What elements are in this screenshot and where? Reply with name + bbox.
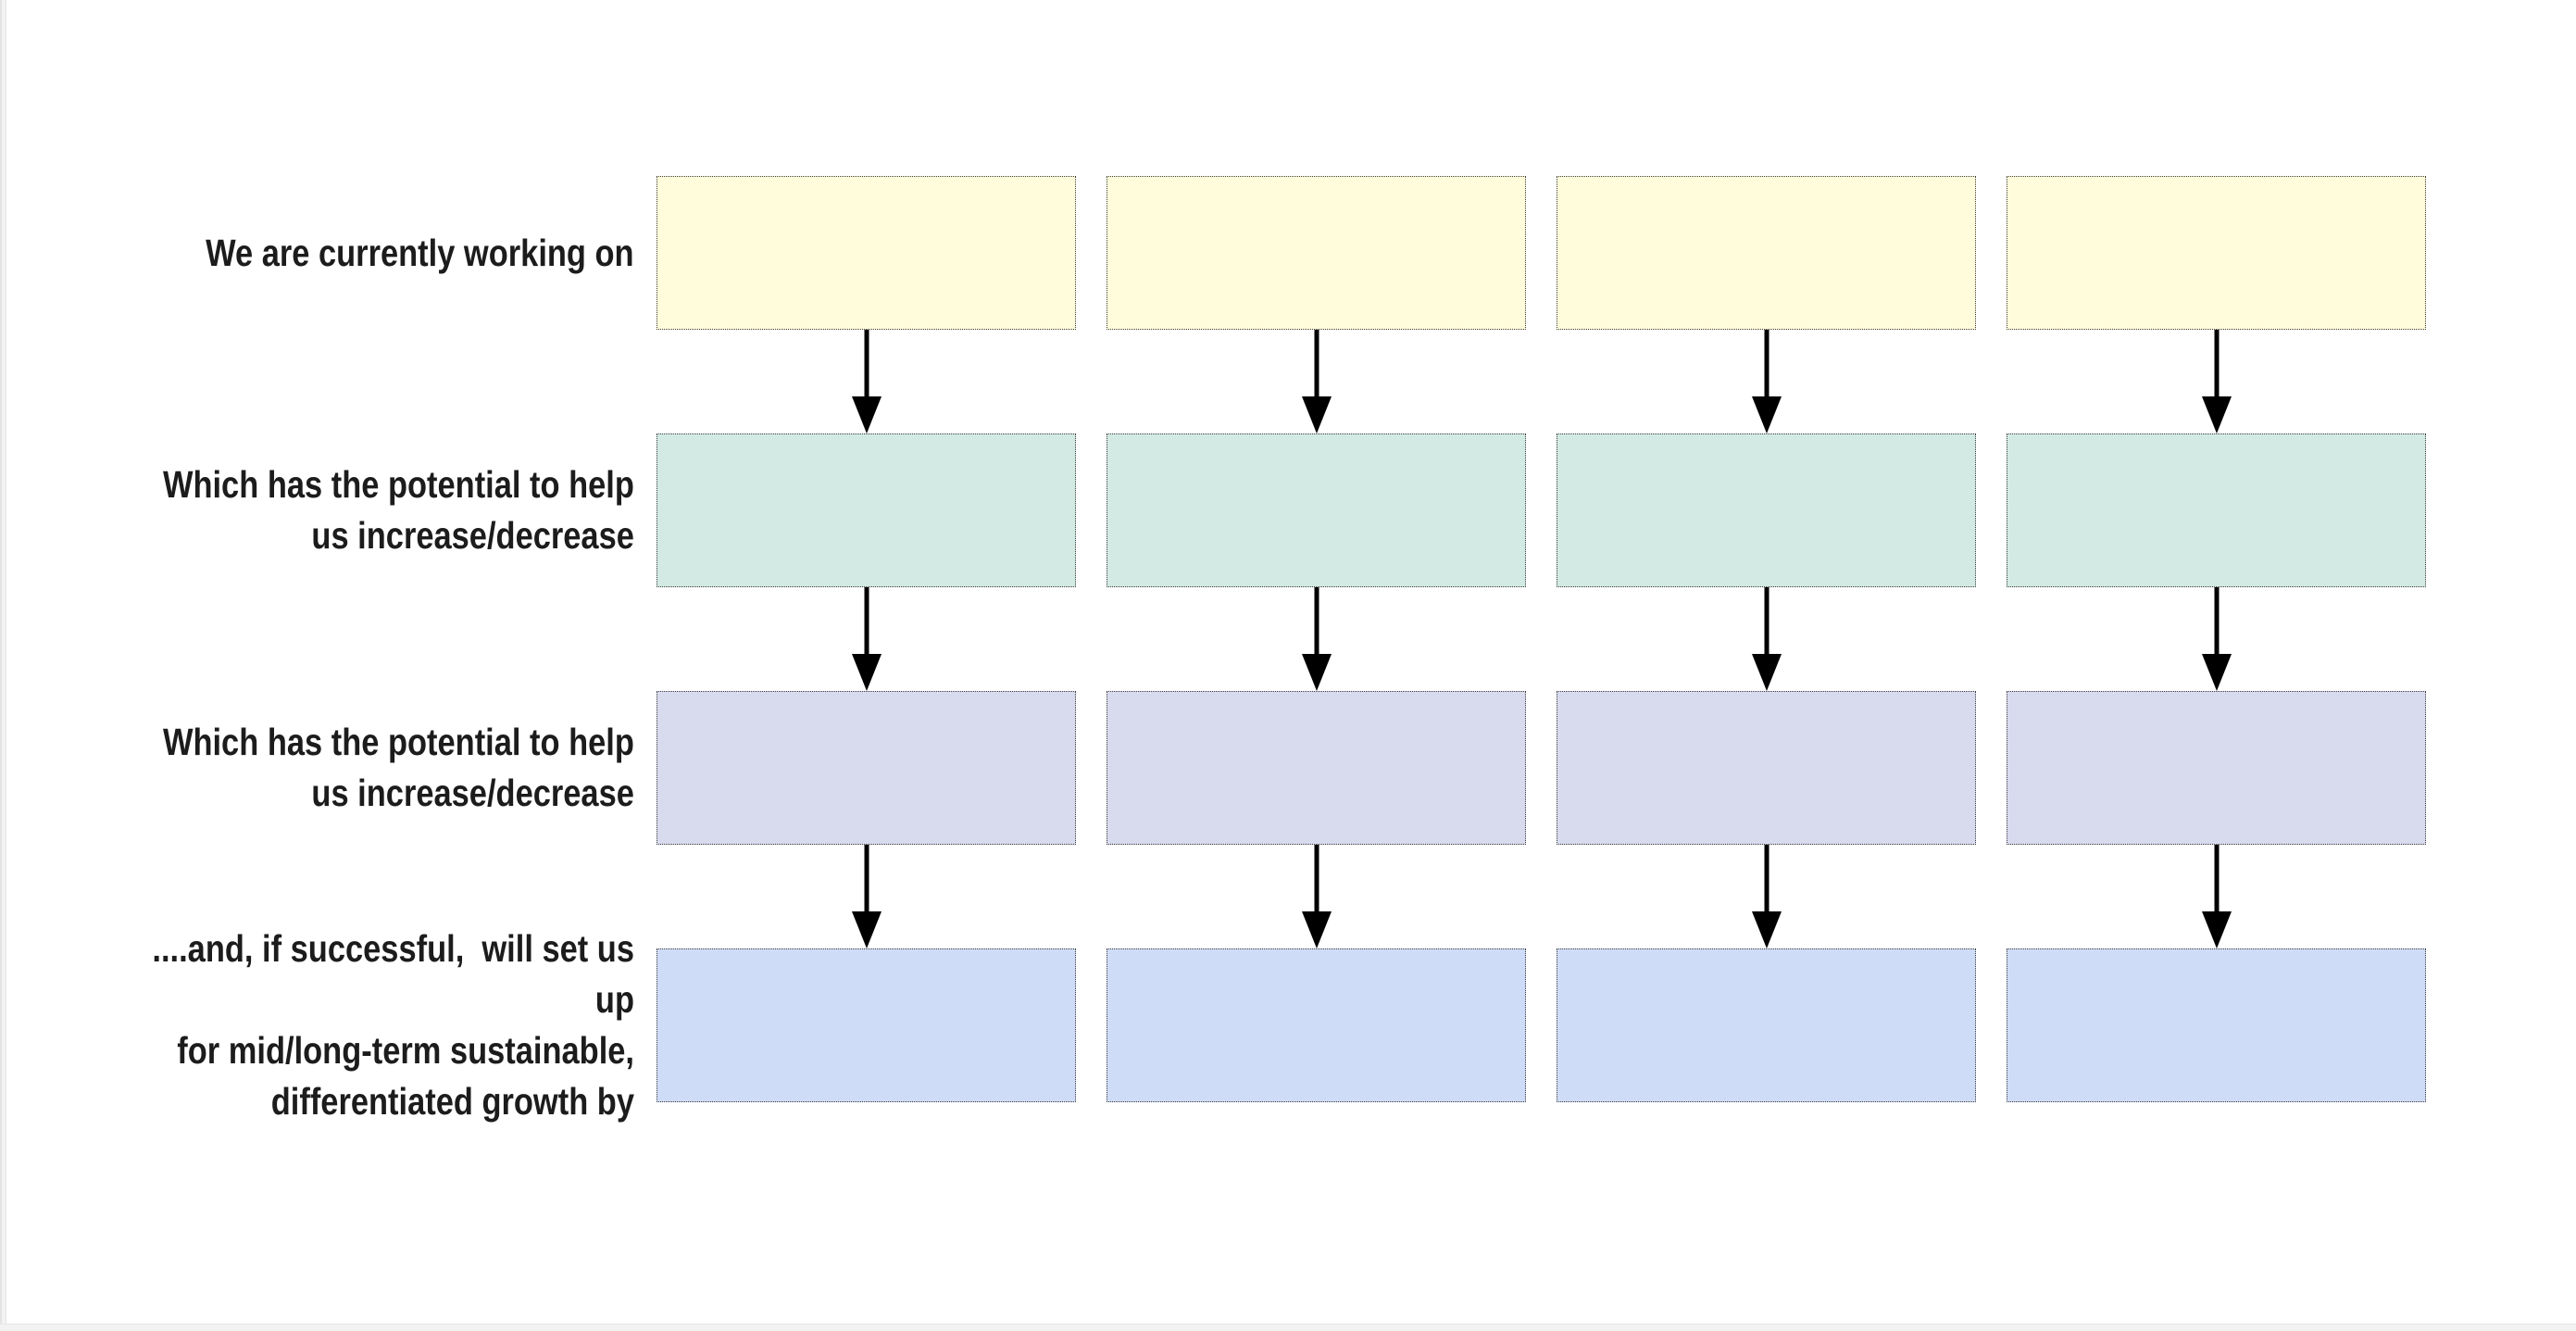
arrow-down-icon[interactable] [2201,845,2232,948]
arrow-cell [1557,587,1976,691]
arrow-shaft [1764,587,1769,659]
arrow-down-icon[interactable] [1751,845,1782,948]
arrow-shaft [864,587,869,659]
box-row2-col2[interactable] [1107,433,1526,587]
arrow-head [2201,911,2232,948]
arrow-row-3 [657,845,2426,948]
arrow-down-icon[interactable] [1301,587,1332,691]
arrow-shaft [1764,330,1769,402]
arrow-head [1751,654,1782,691]
box-row2-col4[interactable] [2007,433,2426,587]
arrow-down-icon[interactable] [851,845,882,948]
arrow-head [2201,654,2232,691]
box-row1-col4[interactable] [2007,176,2426,330]
arrow-head [1751,396,1782,433]
row-label-text: Which has the potential to help us incre… [163,721,634,814]
arrow-head [1301,396,1332,433]
arrow-row-1 [657,330,2426,433]
canvas-bottom-edge [0,1324,2576,1331]
row-label-growth[interactable]: ....and, if successful, will set us up f… [42,927,634,1123]
row-label-text: We are currently working on [206,231,634,274]
box-row3-col3[interactable] [1557,691,1976,845]
arrow-head [851,911,882,948]
arrow-down-icon[interactable] [851,587,882,691]
arrow-down-icon[interactable] [2201,587,2232,691]
arrow-cell [657,587,1076,691]
arrow-cell [1107,330,1526,433]
arrow-cell [657,845,1076,948]
box-row1-col3[interactable] [1557,176,1976,330]
arrow-cell [2007,845,2426,948]
arrow-head [1751,911,1782,948]
arrow-head [1301,654,1332,691]
box-row-4 [657,948,2426,1102]
box-row4-col2[interactable] [1107,948,1526,1102]
row-label-potential-2[interactable]: Which has the potential to help us incre… [42,691,634,845]
box-row2-col3[interactable] [1557,433,1976,587]
arrow-shaft [2214,330,2219,402]
box-row1-col1[interactable] [657,176,1076,330]
arrow-head [1301,911,1332,948]
arrow-shaft [1314,330,1319,402]
arrow-down-icon[interactable] [1301,845,1332,948]
arrow-down-icon[interactable] [1751,587,1782,691]
box-row-2 [657,433,2426,587]
row-label-working-on[interactable]: We are currently working on [42,176,634,330]
box-row3-col4[interactable] [2007,691,2426,845]
box-row4-col3[interactable] [1557,948,1976,1102]
box-row3-col1[interactable] [657,691,1076,845]
row-label-text: ....and, if successful, will set us up f… [152,927,634,1123]
row-label-potential-1[interactable]: Which has the potential to help us incre… [42,433,634,587]
arrow-cell [1107,845,1526,948]
arrow-shaft [864,330,869,402]
canvas-left-edge [0,0,6,1331]
arrow-cell [2007,587,2426,691]
arrow-cell [1557,845,1976,948]
box-row2-col1[interactable] [657,433,1076,587]
arrow-head [2201,396,2232,433]
arrow-cell [1107,587,1526,691]
box-row1-col2[interactable] [1107,176,1526,330]
arrow-shaft [1764,845,1769,917]
arrow-shaft [2214,587,2219,659]
arrow-shaft [2214,845,2219,917]
arrow-down-icon[interactable] [1301,330,1332,433]
box-row4-col1[interactable] [657,948,1076,1102]
arrow-down-icon[interactable] [1751,330,1782,433]
arrow-down-icon[interactable] [851,330,882,433]
arrow-cell [657,330,1076,433]
arrow-head [851,396,882,433]
arrow-shaft [864,845,869,917]
arrow-shaft [1314,845,1319,917]
box-row3-col2[interactable] [1107,691,1526,845]
box-row-3 [657,691,2426,845]
arrow-cell [1557,330,1976,433]
arrow-row-2 [657,587,2426,691]
arrow-cell [2007,330,2426,433]
row-label-text: Which has the potential to help us incre… [163,463,634,557]
box-row4-col4[interactable] [2007,948,2426,1102]
box-row-1 [657,176,2426,330]
arrow-shaft [1314,587,1319,659]
arrow-down-icon[interactable] [2201,330,2232,433]
arrow-head [851,654,882,691]
